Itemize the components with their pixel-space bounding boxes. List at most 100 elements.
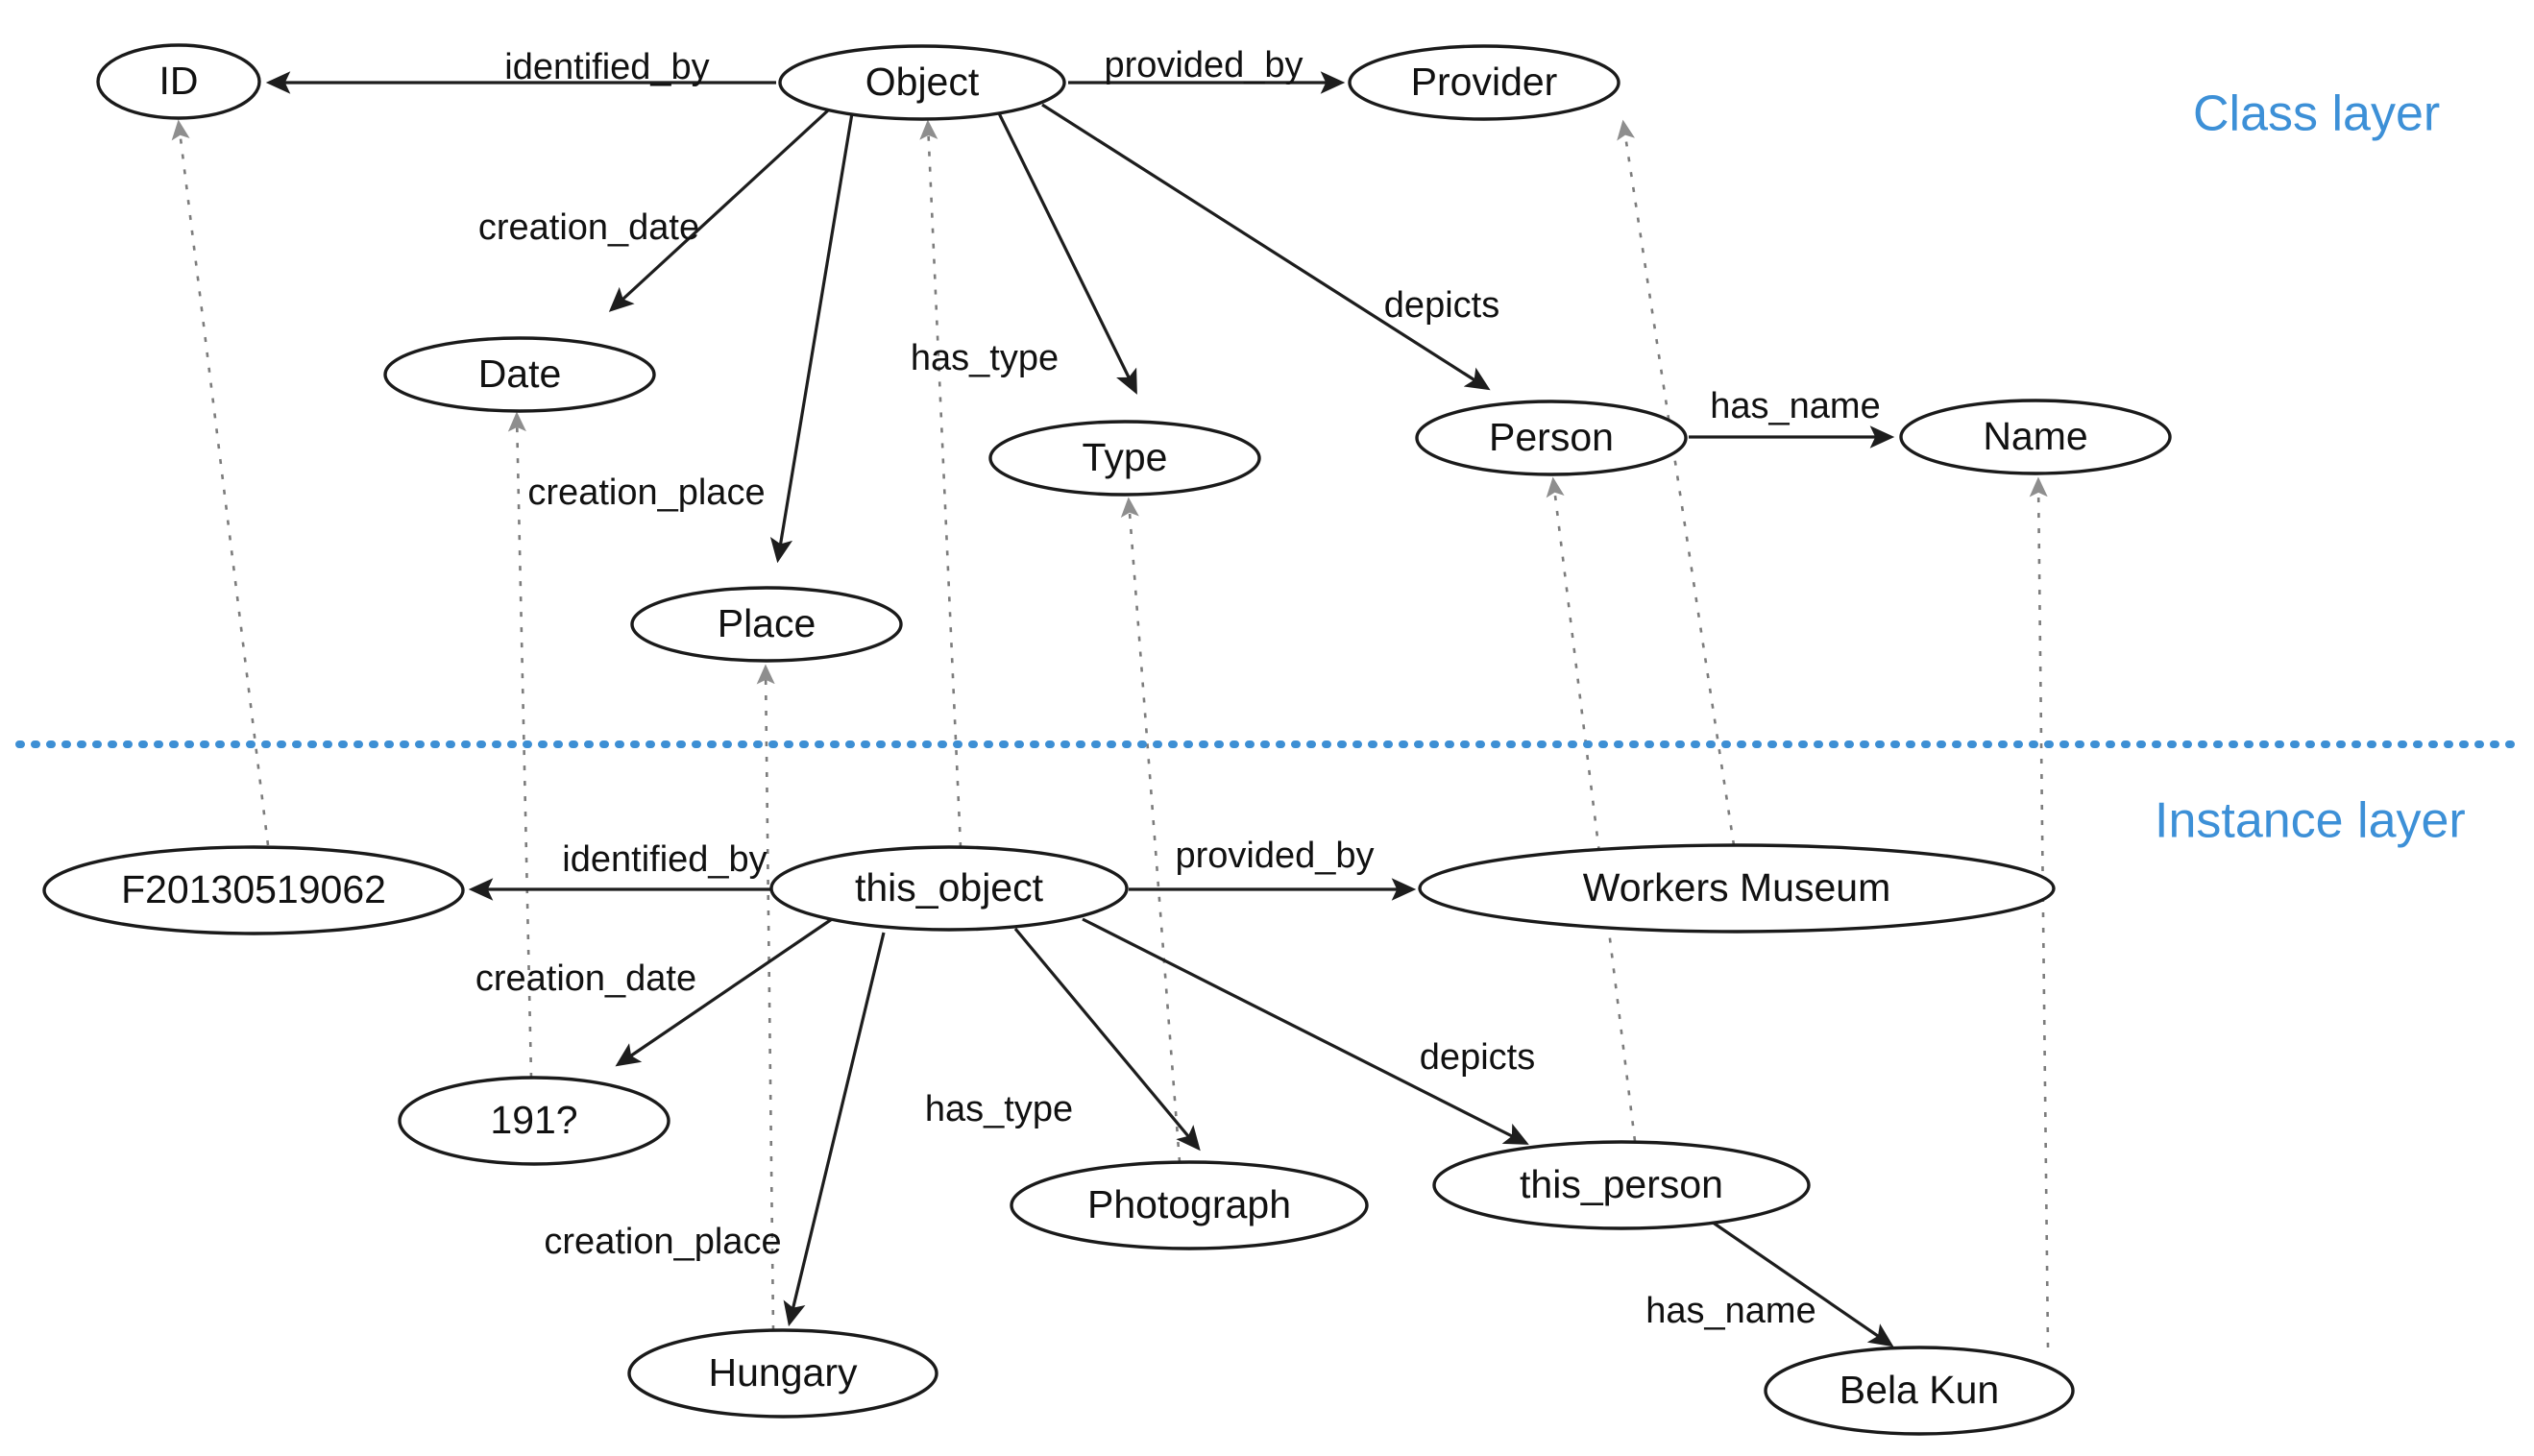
node-label-year_191: 191? (490, 1098, 577, 1142)
edge-line-this_object-year (615, 917, 833, 1067)
node-ellipse-photograph (1010, 1160, 1369, 1250)
edge-label-this_object-this_person: depicts (1420, 1037, 1535, 1078)
node-photograph[interactable]: Photograph (1010, 1160, 1369, 1250)
edge-label-this_object-hungary: creation_place (544, 1222, 781, 1262)
node-ellipse-this_person (1432, 1140, 1811, 1230)
node-provider[interactable]: Provider (1348, 44, 1620, 121)
node-label-name: Name (1983, 414, 2087, 458)
edge-person-name[interactable]: has_name (1689, 386, 1895, 449)
node-label-id: ID (159, 59, 199, 103)
edge-label-object-place: creation_place (527, 473, 765, 513)
node-ellipse-hungary (627, 1328, 938, 1419)
edge-this_object-this_person[interactable]: depicts (1082, 917, 1535, 1145)
node-this_person[interactable]: this_person (1432, 1140, 1811, 1230)
node-year_191[interactable]: 191? (398, 1076, 670, 1166)
node-label-this_person: this_person (1520, 1162, 1723, 1206)
edge-label-object-date: creation_date (478, 207, 699, 248)
edge-label-person-name: has_name (1710, 386, 1880, 426)
instance-of-link-group (171, 119, 2050, 1348)
instance-of-link-bela_kun-name (2029, 476, 2050, 1348)
edge-object-place[interactable]: creation_place (527, 112, 854, 564)
edge-line-this_person-bela_kun (1708, 1218, 1894, 1347)
edge-line-object-place (769, 112, 854, 564)
node-label-this_object: this_object (855, 865, 1044, 910)
node-ellipse-f_id (42, 845, 465, 935)
node-ellipse-workers_museum (1418, 843, 2056, 934)
edge-label-object-id: identified_by (504, 47, 709, 87)
node-type[interactable]: Type (988, 420, 1261, 497)
node-hungary[interactable]: Hungary (627, 1328, 938, 1419)
node-label-place: Place (718, 601, 816, 645)
edge-label-this_object-year: creation_date (475, 959, 696, 999)
node-label-provider: Provider (1411, 60, 1558, 104)
instance-of-link-this_object-object (919, 119, 962, 848)
node-ellipse-provider (1348, 44, 1620, 121)
edge-object-date[interactable]: creation_date (478, 109, 830, 312)
node-label-workers_museum: Workers Museum (1583, 865, 1890, 910)
node-ellipse-date (383, 336, 656, 413)
node-object[interactable]: Object (778, 44, 1066, 121)
class-layer-caption: Class layer (2193, 86, 2440, 142)
node-workers_museum[interactable]: Workers Museum (1418, 843, 2056, 934)
node-label-photograph: Photograph (1087, 1182, 1291, 1226)
node-label-type: Type (1083, 435, 1168, 479)
node-name[interactable]: Name (1899, 399, 2172, 475)
edge-this_object-year[interactable]: creation_date (475, 917, 833, 1067)
node-label-bela_kun: Bela Kun (1840, 1368, 1999, 1412)
edge-this_object-hungary[interactable]: creation_place (544, 932, 886, 1327)
node-ellipse-person (1415, 400, 1688, 476)
node-label-f_id: F20130519062 (121, 867, 386, 911)
node-person[interactable]: Person (1415, 400, 1688, 476)
node-ellipse-object (778, 44, 1066, 121)
edge-line-object-type (997, 112, 1137, 395)
edge-line-this_object-hungary (783, 932, 886, 1327)
edge-object-type[interactable]: has_type (911, 112, 1137, 395)
edge-line-this_object-photograph (1013, 927, 1201, 1152)
edge-this_object-f_id[interactable]: identified_by (468, 839, 773, 901)
instance-of-link-this_person-person (1546, 476, 1637, 1142)
instance-of-link-museum-provider (1617, 119, 1736, 846)
node-date[interactable]: Date (383, 336, 656, 413)
node-label-person: Person (1489, 415, 1614, 459)
edge-this_object-photograph[interactable]: has_type (925, 927, 1201, 1152)
edge-label-this_object-f_id: identified_by (562, 839, 767, 880)
edge-line-this_object-this_person (1082, 917, 1529, 1145)
node-ellipse-this_object (769, 845, 1129, 932)
node-ellipse-id (96, 43, 261, 120)
edge-label-object-type: has_type (911, 338, 1059, 378)
edge-label-object-provider: provided_by (1104, 45, 1303, 85)
node-f_id[interactable]: F20130519062 (42, 845, 465, 935)
instance-of-link-photograph-type (1120, 497, 1182, 1163)
instance-of-link-year_191-date (507, 411, 533, 1079)
node-ellipse-year_191 (398, 1076, 670, 1166)
instance-of-link-hungary-place (756, 664, 775, 1331)
edge-object-provider[interactable]: provided_by (1068, 45, 1346, 94)
instance-of-link-f_id-id (171, 119, 270, 846)
node-bela_kun[interactable]: Bela Kun (1764, 1346, 2075, 1436)
edge-this_person-bela_kun[interactable]: has_name (1645, 1218, 1894, 1347)
node-this_object[interactable]: this_object (769, 845, 1129, 932)
edge-line-object-date (608, 109, 830, 312)
edge-label-this_object-museum: provided_by (1175, 836, 1374, 876)
edge-object-id[interactable]: identified_by (265, 47, 776, 94)
node-label-date: Date (478, 352, 562, 396)
node-ellipse-bela_kun (1764, 1346, 2075, 1436)
edge-label-this_object-photograph: has_type (925, 1089, 1073, 1129)
node-label-hungary: Hungary (709, 1350, 858, 1395)
node-place[interactable]: Place (630, 586, 903, 663)
edge-label-this_person-bela_kun: has_name (1645, 1291, 1815, 1331)
layer-caption-group: Class layer Instance layer (2155, 86, 2466, 849)
node-ellipse-place (630, 586, 903, 663)
node-ellipse-type (988, 420, 1261, 497)
edge-object-person[interactable]: depicts (1041, 103, 1499, 391)
node-ellipse-name (1899, 399, 2172, 475)
edge-label-object-person: depicts (1384, 285, 1499, 326)
edge-this_object-museum[interactable]: provided_by (1129, 836, 1417, 901)
node-label-object: Object (865, 60, 980, 104)
edge-line-object-person (1041, 103, 1491, 391)
node-id[interactable]: ID (96, 43, 261, 120)
